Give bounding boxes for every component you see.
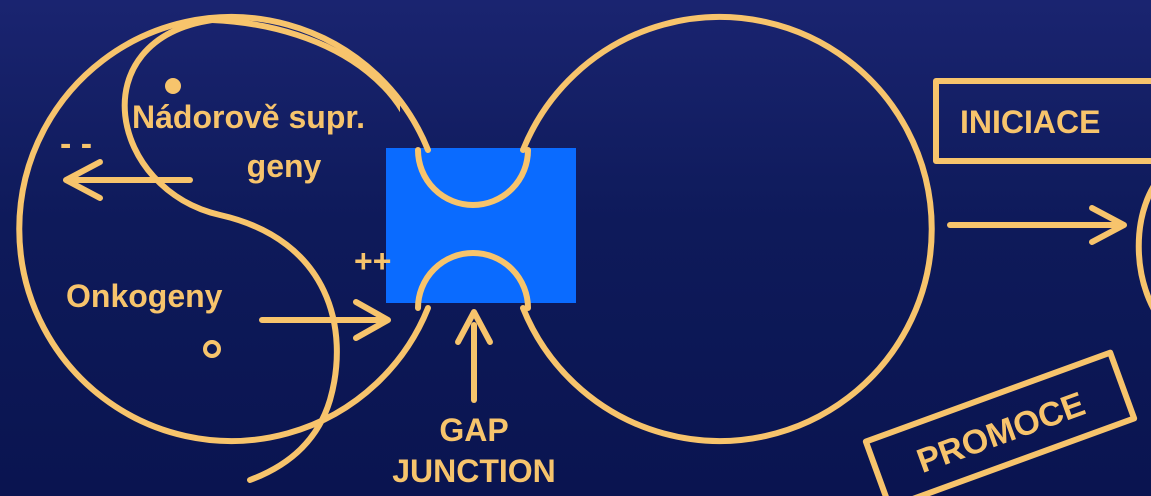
arrow-left-head [63, 159, 103, 201]
tumor-suppressor-label: Nádorově supr. [132, 99, 365, 135]
minus-sign: - - [60, 125, 92, 163]
dot-filled [165, 78, 181, 94]
arrow-up-head [455, 309, 493, 345]
right-cell-outline [520, 14, 935, 444]
gap-channel-top [415, 147, 531, 208]
oncogenes-label: Onkogeny [66, 278, 223, 314]
initiation-box [933, 78, 1151, 164]
gap-channel-bottom [415, 250, 531, 311]
next-cell-outline [1135, 185, 1151, 311]
promotion-box [862, 349, 1138, 496]
gap-junction-box [386, 148, 576, 303]
gap-junction-label-line2: JUNCTION [392, 453, 556, 489]
arrow-right-head [1089, 205, 1127, 245]
upper-lobe-outline [209, 17, 400, 113]
dot-ring [203, 340, 221, 358]
arrow-oncogene-head [353, 299, 391, 341]
tumor-suppressor-label-line2: geny [247, 148, 322, 184]
plus-sign: ++ [354, 243, 391, 279]
gap-junction-label-line1: GAP [439, 412, 508, 448]
yin-yang-curve [121, 17, 340, 483]
left-cell-outline [16, 14, 431, 444]
initiation-label: INICIACE [960, 104, 1100, 140]
